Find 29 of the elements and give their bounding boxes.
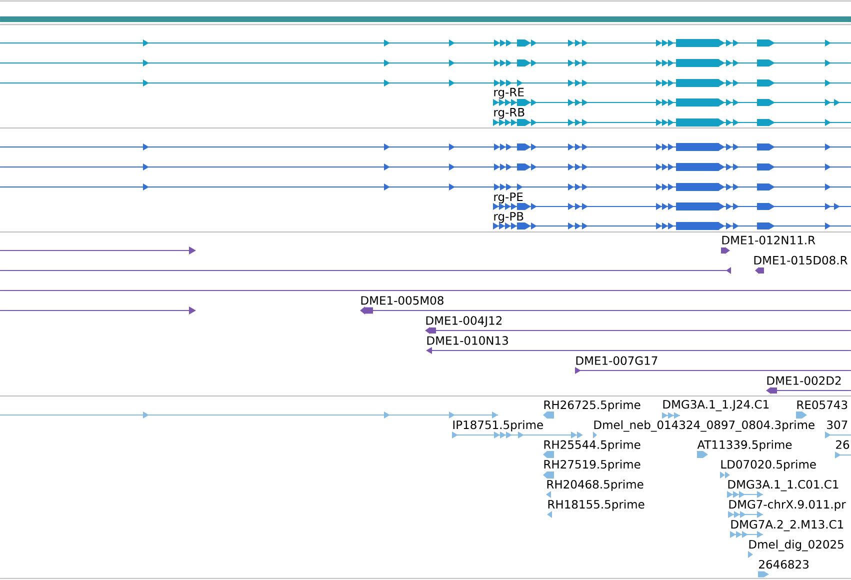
feature-label: Dmel_neb_014324_0897_0804.3prime — [594, 420, 814, 432]
feature-label: DME1-012N11.R — [722, 236, 816, 244]
feature-label: RH27519.5prime — [544, 460, 640, 471]
feature-label: rg-PE — [494, 192, 523, 204]
feature-label: LD07020.5prime — [721, 460, 816, 471]
feature-label: DME1-004J12 — [426, 316, 502, 327]
feature-label: 26 — [836, 440, 850, 449]
feature-label: RH20468.5prime — [547, 480, 644, 491]
feature-label: DME1-002D2 — [767, 376, 841, 385]
feature-label: 2646823 — [759, 560, 808, 569]
feature-label: DMG7-chrX.9.011.pr — [729, 500, 846, 511]
feature-label: RH18155.5prime — [548, 500, 644, 511]
feature-label: IP18751.5prime — [453, 420, 543, 432]
feature-label: RH25544.5prime — [544, 440, 640, 452]
feature-label: DME1-007G17 — [576, 356, 658, 365]
feature-label: rg-RB — [494, 108, 524, 119]
feature-label: rg-PB — [494, 212, 524, 223]
feature-label: RH26725.5prime — [544, 400, 640, 412]
feature-label: DMG3A.1_1.C01.C1 — [728, 480, 838, 492]
feature-label: DME1-010N13 — [427, 336, 508, 345]
feature-label: 307 — [827, 420, 848, 430]
feature-label: AT11339.5prime — [697, 440, 792, 452]
feature-label: DMG7A.2_2.M13.C1 — [731, 520, 844, 532]
feature-label: DMG3A.1_1.J24.C1 — [663, 400, 769, 412]
feature-label: DME1-015D08.R — [754, 256, 848, 265]
feature-label: DME1-005M08 — [361, 296, 444, 305]
feature-label: rg-RE — [494, 88, 524, 99]
feature-label: RE05743 — [797, 400, 848, 410]
feature-label: Dmel_dig_02025 — [749, 540, 844, 552]
